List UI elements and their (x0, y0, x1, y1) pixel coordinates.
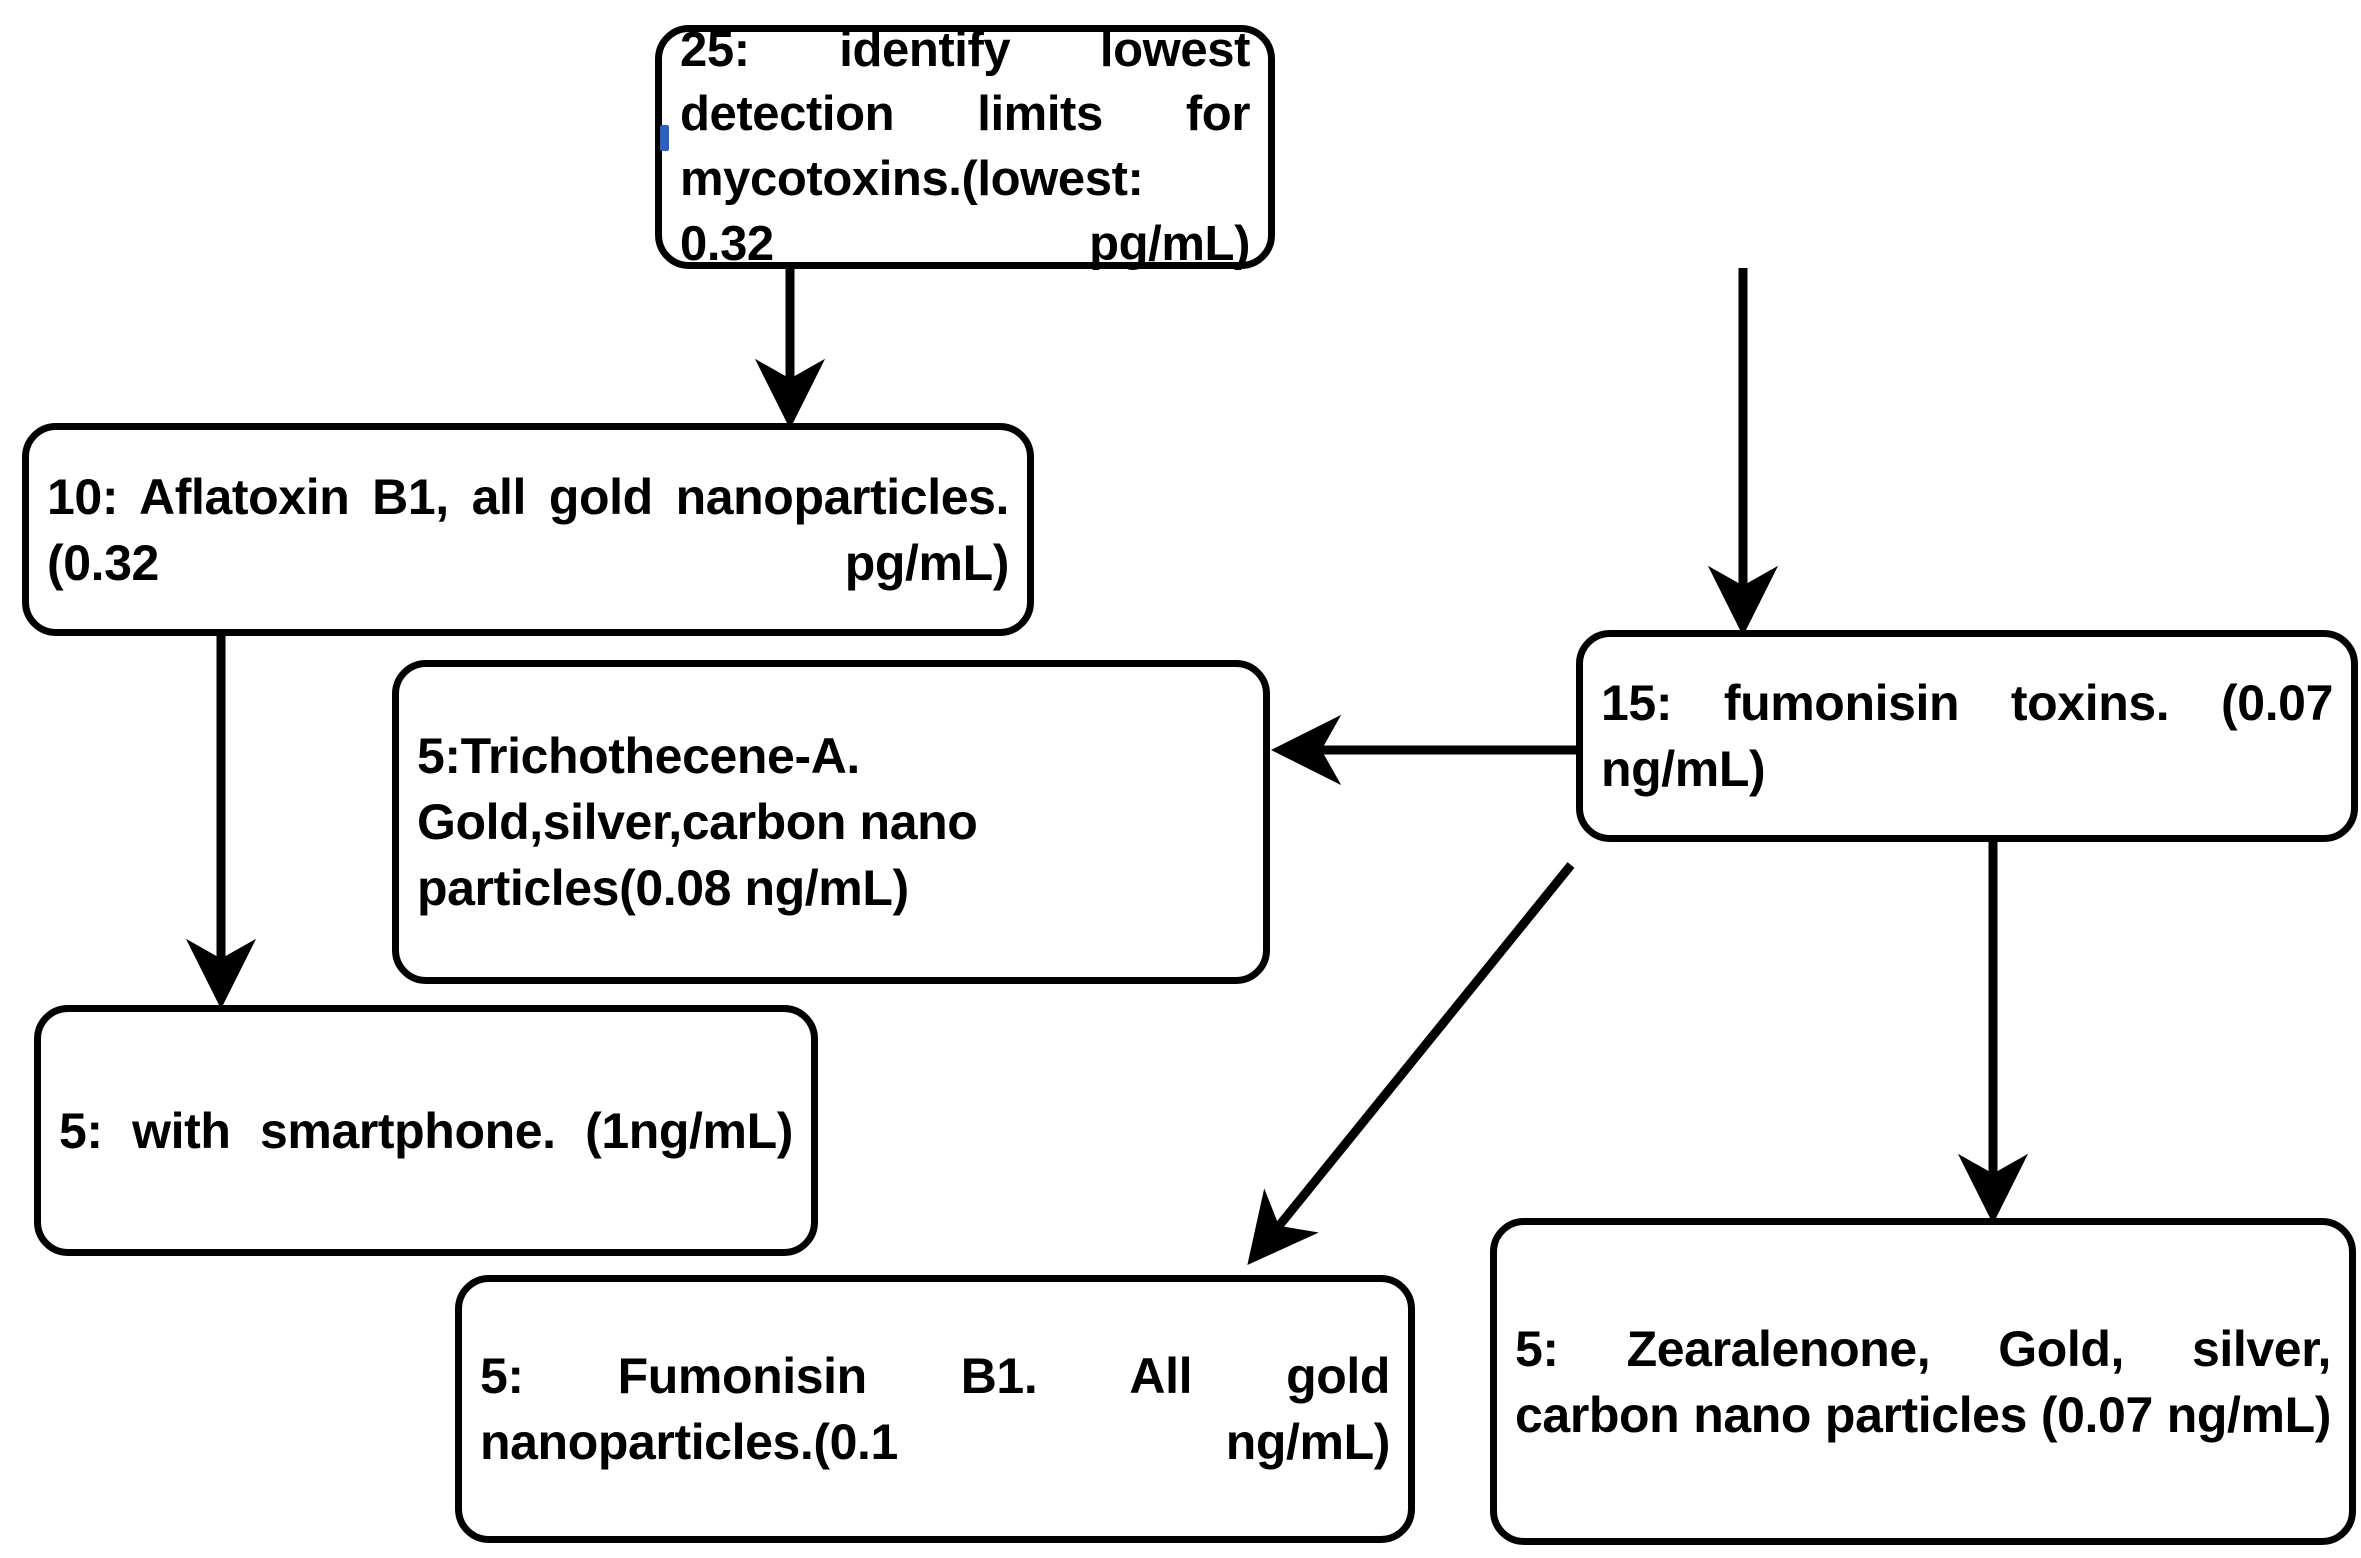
node-smartphone-label: 5: with smartphone. (1ng/mL) (59, 1102, 793, 1159)
node-fumonisin-toxins-label: 15: fumonisin toxins. (0.07 ng/mL) (1601, 675, 2333, 797)
node-fumonisin-b1[interactable]: 5: Fumonisin B1. All gold nanoparticles.… (455, 1275, 1415, 1543)
node-trichothecene-a[interactable]: 5:Trichothecene-A. Gold,silver,carbon na… (392, 660, 1270, 984)
node-zearalenone-label: 5: Zearalenone, Gold, silver, carbon nan… (1515, 1320, 2331, 1443)
node-zearalenone[interactable]: 5: Zearalenone, Gold, silver, carbon nan… (1490, 1218, 2356, 1545)
node-smartphone[interactable]: 5: with smartphone. (1ng/mL) (34, 1005, 818, 1256)
edge-fumonisin-toxins-to-fumonisin-b1 (1247, 862, 1575, 1265)
node-aflatoxin-b1[interactable]: 10: Aflatoxin B1, all gold nanoparticles… (22, 423, 1034, 636)
node-trichothecene-a-label: 5:Trichothecene-A. Gold,silver,carbon na… (417, 728, 978, 916)
node-detection-limits[interactable]: 25: identify lowest detection limits for… (655, 23, 1275, 271)
node-aflatoxin-b1-label: 10: Aflatoxin B1, all gold nanoparticles… (47, 468, 1009, 591)
blue-speck-mark (660, 125, 669, 151)
node-fumonisin-b1-label: 5: Fumonisin B1. All gold nanoparticles.… (480, 1348, 1390, 1470)
node-detection-limits-label: 25: identify lowest detection limits for… (680, 22, 1250, 271)
node-fumonisin-toxins[interactable]: 15: fumonisin toxins. (0.07 ng/mL) (1576, 630, 2358, 842)
